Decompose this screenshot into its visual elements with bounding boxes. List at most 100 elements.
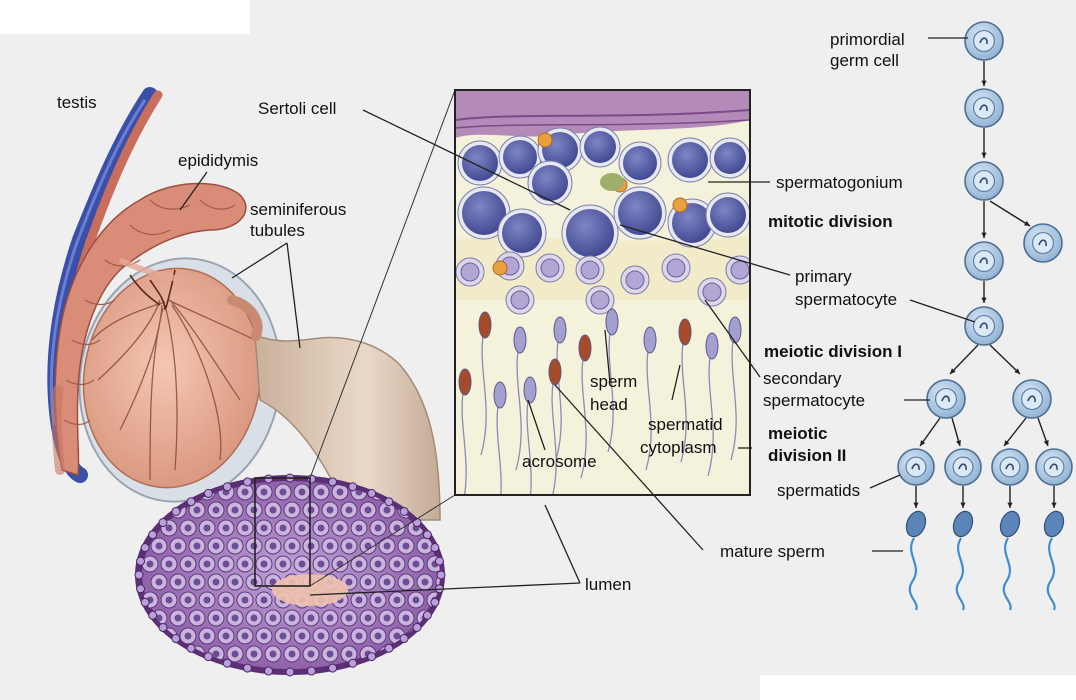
basement-cell: [137, 585, 145, 593]
basement-cell: [243, 478, 251, 486]
residual-body: [673, 198, 687, 212]
basement-cell: [286, 668, 294, 676]
arrowhead: [981, 298, 986, 303]
basement-cell: [172, 635, 180, 643]
tubule-cell: [360, 502, 376, 518]
tubule-cell: [294, 520, 310, 536]
basement-cell: [135, 571, 143, 579]
label-sertoli-cell: Sertoli cell: [258, 99, 336, 119]
spermatocyte-inset: [456, 258, 484, 286]
label-lumen: lumen: [585, 575, 631, 595]
basement-cell: [400, 507, 408, 515]
spermatocyte-inset: [576, 256, 604, 284]
germ-cell-inset: [528, 161, 572, 205]
tubule-wall-inset: [455, 90, 754, 525]
basement-cell: [204, 489, 212, 497]
arrowhead: [981, 153, 986, 158]
lineage-arrow: [990, 345, 1020, 374]
germ-cell-inset: [580, 127, 620, 167]
basement-cell: [137, 557, 145, 565]
residual-body: [538, 133, 552, 147]
tubule-cell: [199, 556, 215, 572]
basement-cell: [368, 653, 376, 661]
spermatogonium-cell: [965, 162, 1003, 200]
label-primary-line2: spermatocyte: [795, 290, 897, 310]
arrowhead: [920, 440, 925, 446]
tubule-cell: [199, 628, 215, 644]
tubule-cell: [218, 520, 234, 536]
basement-cell: [400, 635, 408, 643]
tubule-cell: [189, 610, 205, 626]
arrowhead: [913, 503, 918, 508]
tubule-cell: [180, 520, 196, 536]
spermatocyte-inset: [698, 278, 726, 306]
tubule-cell: [170, 574, 186, 590]
spermatogonium-daughter-cell: [965, 242, 1003, 280]
basement-cell: [437, 571, 445, 579]
tubule-cell: [246, 502, 262, 518]
tubule-cell: [256, 556, 272, 572]
tubule-cell: [341, 502, 357, 518]
sertoli-nucleus: [600, 173, 624, 191]
dividing-germ-cell: [965, 89, 1003, 127]
tubule-cell: [417, 646, 433, 662]
arrowhead: [981, 233, 986, 238]
basement-cell: [385, 498, 393, 506]
tubule-cell: [294, 556, 310, 572]
tubule-cell: [237, 592, 253, 608]
tubule-cell: [170, 538, 186, 554]
label-seminiferous-line1: seminiferous: [250, 200, 346, 220]
basement-cell: [385, 644, 393, 652]
tubule-cell: [303, 538, 319, 554]
basement-cell: [368, 489, 376, 497]
tubule-cell: [256, 628, 272, 644]
tubule-cell: [408, 556, 424, 572]
tubule-cell: [227, 502, 243, 518]
tubule-cell: [151, 502, 167, 518]
tubule-cell: [227, 610, 243, 626]
basement-cell: [141, 544, 149, 552]
tubule-cell: [180, 592, 196, 608]
basement-cell: [349, 659, 357, 667]
blank-patch: [760, 675, 1076, 700]
basement-cell: [187, 498, 195, 506]
tubule-cell: [161, 592, 177, 608]
blank-patch: [0, 0, 250, 34]
spermatocyte-inset: [662, 254, 690, 282]
secondary-spermatocyte-cell: [1013, 380, 1051, 418]
basement-cell: [423, 611, 431, 619]
tubule-cell: [360, 574, 376, 590]
tubule-cell: [351, 520, 367, 536]
tubule-cell: [265, 646, 281, 662]
tubule-cell: [218, 556, 234, 572]
label-acrosome: acrosome: [522, 452, 597, 472]
tubule-cell: [180, 556, 196, 572]
label-secondary-line1: secondary: [763, 369, 841, 389]
tubule-cell: [265, 538, 281, 554]
tubule-cell: [360, 610, 376, 626]
spermatid-cell: [945, 449, 981, 485]
basement-cell: [149, 531, 157, 539]
tubule-cell: [294, 484, 310, 500]
tubule-cell: [256, 592, 272, 608]
basement-cell: [223, 659, 231, 667]
label-meiotic-division-1: meiotic division I: [764, 342, 902, 362]
tubule-cell: [246, 646, 262, 662]
tubule-cell: [246, 538, 262, 554]
tubule-cell: [379, 610, 395, 626]
spermatid-cell: [1036, 449, 1072, 485]
tubule-cell: [389, 556, 405, 572]
residual-body: [493, 261, 507, 275]
basement-cell: [223, 483, 231, 491]
label-primordial-line2: germ cell: [830, 51, 899, 71]
spermatocyte-inset: [506, 286, 534, 314]
basement-cell: [307, 475, 315, 483]
basement-cell: [435, 557, 443, 565]
primary-spermatocyte-cell: [965, 307, 1003, 345]
mature-sperm-cell: [997, 509, 1023, 610]
tubule-cell: [237, 556, 253, 572]
basement-cell: [159, 623, 167, 631]
germ-cell-inset: [706, 193, 750, 237]
arrowhead: [1007, 503, 1012, 508]
tubule-cell: [161, 556, 177, 572]
